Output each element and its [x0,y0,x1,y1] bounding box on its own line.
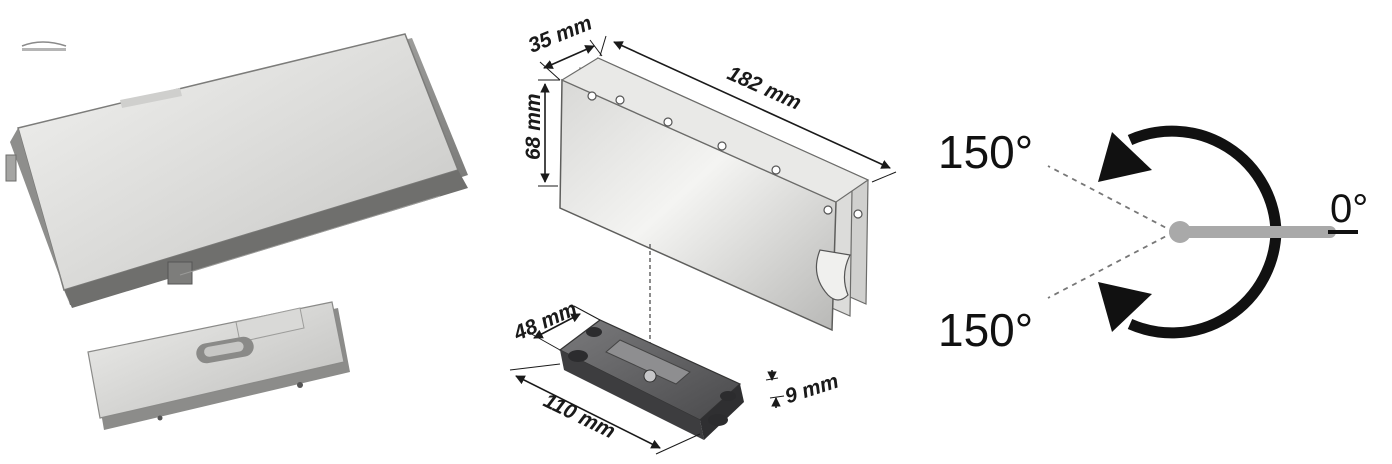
dim-base-width-label: 48 mm [509,297,580,345]
dim-height-label: 68 mm [522,93,545,160]
hinge-patch-plate [87,301,350,430]
rotation-arrow-upper [1127,125,1282,233]
brand-logo [21,41,67,51]
rotation-diagram: 150° 150° 0° [938,125,1368,356]
angle-closed-label: 0° [1330,187,1368,231]
dimension-lines [509,35,897,455]
dim-base-thickness-label: 9 mm [782,370,841,409]
hinge-product-illustration [5,33,468,430]
angle-upper-label: 150° [938,126,1033,178]
dimension-drawing: 35 mm 182 mm 68 mm 48 mm 110 mm 9 mm [509,11,897,455]
arrowhead-lower-icon [1098,282,1152,332]
angle-lower-label: 150° [938,304,1033,356]
rotation-arrow-lower [1127,231,1282,339]
dim-base-length-label: 110 mm [540,389,619,443]
arrowhead-upper-icon [1098,132,1152,182]
pivot-point [1169,221,1191,243]
hinge-cover [5,33,468,308]
dim-length-label: 182 mm [724,62,805,115]
